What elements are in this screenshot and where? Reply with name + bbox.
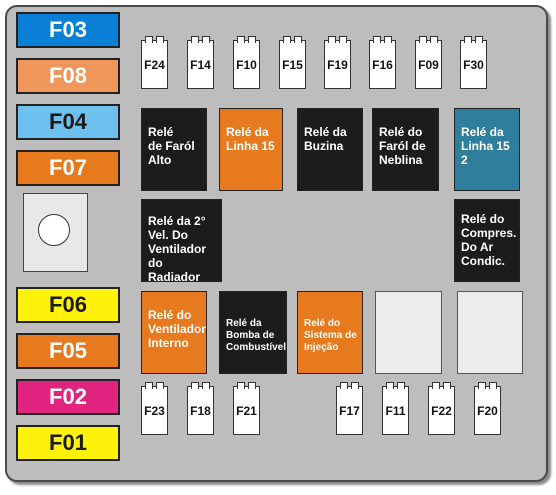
maxi-fuse-f05: F05 (16, 333, 120, 369)
mini-fuse-f16: F16 (369, 36, 396, 89)
relay-compressor-ar-condicionado: Relé do Compres. Do Ar Condic. (454, 199, 520, 282)
maxi-fuse-f01: F01 (16, 425, 120, 461)
mini-fuse-f24: F24 (141, 36, 168, 89)
relay-farol-alto: Relé de Faról Alto (141, 108, 207, 191)
relay-farol-neblina: Relé do Faról de Neblina (372, 108, 439, 191)
mini-fuse-f10: F10 (233, 36, 260, 89)
mini-fuse-f14: F14 (187, 36, 214, 89)
mini-fuse-f18: F18 (187, 382, 214, 435)
mini-fuse-f23: F23 (141, 382, 168, 435)
connector-socket (23, 193, 88, 272)
relay-sistema-injecao: Relé do Sistema de Injeção (297, 291, 363, 374)
mini-fuse-f19: F19 (324, 36, 351, 89)
mini-fuse-f21: F21 (233, 382, 260, 435)
mini-fuse-f30: F30 (460, 36, 487, 89)
relay-bomba-combustivel: Relé da Bomba de Combustível (219, 291, 287, 374)
relay-2-vel-ventilador-radiador: Relé da 2° Vel. Do Ventilador do Radiado… (141, 199, 222, 282)
connector-hole-icon (38, 214, 70, 246)
relay-linha-15: Relé da Linha 15 (219, 108, 283, 191)
mini-fuse-f22: F22 (428, 382, 455, 435)
maxi-fuse-f06: F06 (16, 287, 120, 323)
maxi-fuse-f04: F04 (16, 104, 120, 140)
empty-relay-slot-1 (375, 291, 442, 374)
mini-fuse-f09: F09 (415, 36, 442, 89)
relay-linha-15-2: Relé da Linha 15 2 (454, 108, 520, 191)
maxi-fuse-f02: F02 (16, 379, 120, 415)
mini-fuse-f20: F20 (474, 382, 501, 435)
maxi-fuse-f07: F07 (16, 150, 120, 186)
mini-fuse-f15: F15 (279, 36, 306, 89)
empty-relay-slot-2 (457, 291, 523, 374)
relay-ventilador-interno: Relé do Ventilador Interno (141, 291, 207, 374)
mini-fuse-f11: F11 (382, 382, 409, 435)
maxi-fuse-f08: F08 (16, 58, 120, 94)
mini-fuse-f17: F17 (336, 382, 363, 435)
maxi-fuse-f03: F03 (16, 12, 120, 48)
relay-buzina: Relé da Buzina (297, 108, 363, 191)
